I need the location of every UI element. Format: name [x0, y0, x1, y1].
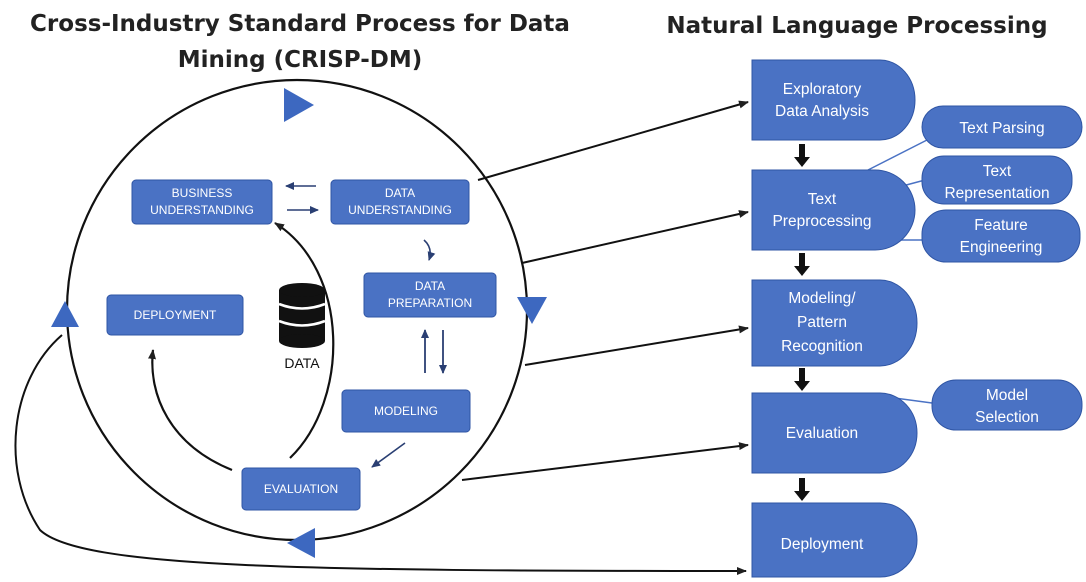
crisp-title-line2: Mining (CRISP-DM) [178, 47, 423, 73]
nlp-deployment: Deployment [751, 502, 918, 578]
crisp-business-line1: BUSINESS [172, 186, 233, 200]
arrow-to-nlp-evaluation [461, 442, 749, 481]
crisp-data-preparation: DATA PREPARATION [363, 272, 497, 318]
nlp-modeling-line2: Pattern [797, 314, 847, 331]
nlp-fe-line1: Feature [974, 217, 1027, 234]
arrow-evaluation-to-deployment [148, 349, 233, 472]
nlp-modeling-line3: Recognition [781, 338, 863, 355]
cycle-arrow-top-icon [284, 88, 314, 122]
crisp-dp-line2: PREPARATION [388, 296, 472, 310]
cycle-arrow-left-icon [51, 301, 79, 327]
arrow-to-nlp-modeling [524, 325, 749, 366]
nlp-modeling: Modeling/ Pattern Recognition [751, 279, 918, 367]
nlp-evaluation-label: Evaluation [786, 425, 858, 442]
nlp-model-selection: Model Selection [931, 379, 1083, 431]
nlp-tp-line1: Text [808, 191, 837, 208]
database-label: DATA [284, 355, 320, 371]
crisp-dp-line1: DATA [415, 279, 445, 293]
crisp-business-understanding: BUSINESS UNDERSTANDING [131, 179, 273, 225]
nlp-evaluation: Evaluation [751, 392, 918, 474]
nlp-eda-line1: Exploratory [783, 81, 862, 98]
nlp-fe-line2: Engineering [960, 239, 1043, 256]
database-icon [278, 283, 326, 348]
arrow-to-nlp-deployment [14, 334, 747, 575]
crisp-du-line2: UNDERSTANDING [348, 203, 452, 217]
nlp-ms-line2: Selection [975, 409, 1039, 426]
arrow-modeling-to-evaluation [371, 442, 406, 468]
nlp-tr-line1: Text [983, 163, 1012, 180]
nlp-eda-line2: Data Analysis [775, 103, 869, 120]
nlp-text-parsing: Text Parsing [921, 105, 1083, 149]
crisp-data-understanding: DATA UNDERSTANDING [330, 179, 470, 225]
crisp-deployment: DEPLOYMENT [106, 294, 244, 336]
nlp-ms-line1: Model [986, 387, 1028, 404]
nlp-tr-line2: Representation [944, 185, 1049, 202]
nlp-feature-engineering: Feature Engineering [921, 209, 1081, 263]
nlp-text-parsing-label: Text Parsing [959, 120, 1044, 137]
crisp-modeling-label: MODELING [374, 404, 438, 418]
crisp-title-line1: Cross-Industry Standard Process for Data [30, 11, 570, 37]
nlp-title: Natural Language Processing [666, 13, 1047, 39]
arrow-to-eda [477, 100, 749, 181]
cycle-arrow-right-icon [517, 297, 547, 324]
nlp-flow-arrows [794, 144, 810, 501]
crisp-business-line2: UNDERSTANDING [150, 203, 254, 217]
nlp-deployment-label: Deployment [781, 536, 864, 553]
cycle-arrow-bottom-icon [287, 528, 315, 558]
crisp-du-line1: DATA [385, 186, 415, 200]
arrow-du-to-dp [423, 239, 436, 261]
crisp-evaluation-label: EVALUATION [264, 482, 338, 496]
nlp-modeling-line1: Modeling/ [788, 290, 856, 307]
nlp-tp-line2: Preprocessing [772, 213, 871, 230]
nlp-text-representation: Text Representation [921, 155, 1073, 205]
arrow-evaluation-to-business [274, 222, 335, 459]
nlp-eda: Exploratory Data Analysis [751, 59, 916, 141]
arrow-to-text-preprocessing [521, 210, 749, 264]
crisp-modeling: MODELING [341, 389, 471, 433]
crisp-deployment-label: DEPLOYMENT [134, 308, 217, 322]
nlp-text-preprocessing: Text Preprocessing [751, 169, 916, 251]
crisp-evaluation: EVALUATION [241, 467, 361, 511]
